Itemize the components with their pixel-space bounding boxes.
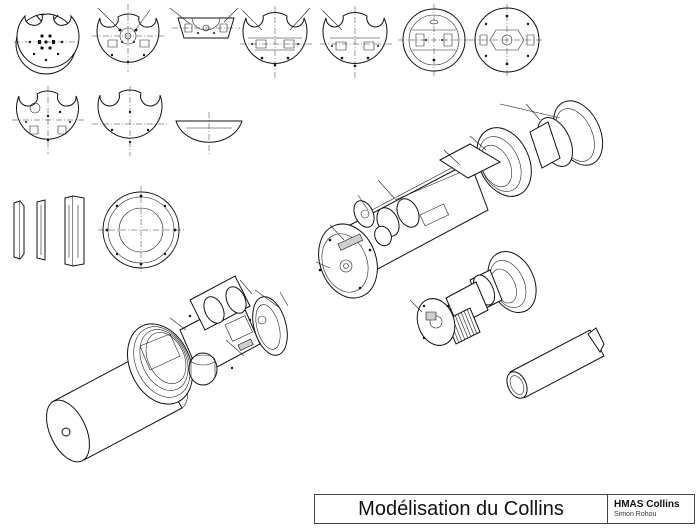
title-block: Modélisation du Collins HMAS Collins Sim… — [314, 494, 695, 524]
drawing-title: Modélisation du Collins — [315, 495, 608, 523]
exploded-assembly-upper — [309, 93, 613, 306]
flange-front-view — [98, 186, 184, 274]
plate-view-6 — [398, 4, 470, 76]
plate-view-5 — [320, 6, 392, 80]
plate-view-1 — [14, 14, 80, 74]
plate-view-2 — [92, 4, 166, 72]
plate-view-3 — [170, 8, 240, 38]
plate-view-9 — [92, 86, 168, 156]
project-name: HMAS Collins — [614, 499, 680, 510]
side-ring-views — [14, 196, 84, 266]
title-block-info: HMAS Collins Simon Rohou — [608, 495, 694, 523]
author-name: Simon Rohou — [614, 511, 657, 518]
plate-view-10 — [176, 112, 242, 156]
tube-part — [503, 328, 604, 401]
plate-view-8 — [12, 86, 84, 154]
plate-view-4 — [240, 6, 312, 80]
assembled-unit-lower — [38, 276, 293, 469]
plate-view-7 — [470, 4, 544, 76]
exploded-assembly-middle — [410, 244, 545, 351]
